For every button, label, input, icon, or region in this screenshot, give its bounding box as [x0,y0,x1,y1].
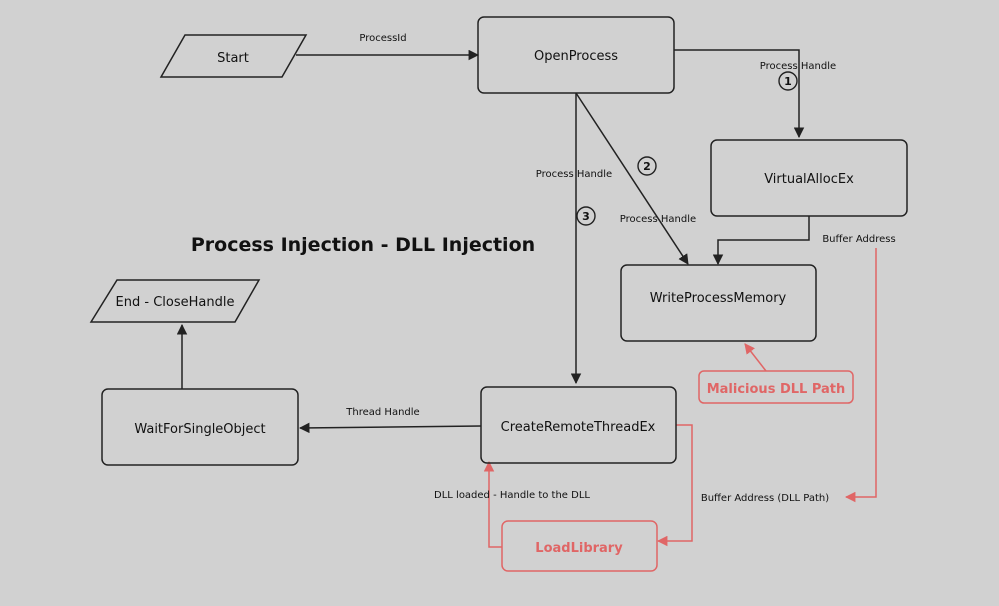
edge-openprocess-to-writeprocessmemory [575,92,689,265]
step-1-marker: 1 [778,71,798,91]
edge-label-dll-loaded: DLL loaded - Handle to the DLL [434,490,590,501]
node-virtualallocex-label: VirtualAllocEx [764,172,854,187]
step-2-marker: 2 [637,156,657,176]
step-3-marker: 3 [576,206,596,226]
step-2-label: 2 [643,160,651,173]
step-1-label: 1 [784,75,792,88]
node-malicious-dll-path: Malicious DLL Path [698,370,854,404]
node-openprocess-label: OpenProcess [534,49,618,64]
node-virtualallocex: VirtualAllocEx [710,139,908,217]
node-end-closehandle: End - CloseHandle [89,279,261,323]
step-3-label: 3 [582,210,590,223]
edge-createremotethread-to-loadlibrary [656,424,693,547]
node-loadlibrary: LoadLibrary [501,520,658,572]
edge-bufferaddress-to-dllpath [844,248,877,503]
node-writeprocessmemory-label: WriteProcessMemory [650,291,787,306]
diagram-title: Process Injection - DLL Injection [191,234,535,256]
edge-label-buffer-address: Buffer Address [822,234,895,245]
node-start: Start [159,34,308,78]
node-loadlibrary-label: LoadLibrary [535,541,623,556]
edge-maliciouspath-to-writeprocessmemory [744,343,767,372]
node-createremotethreadex: CreateRemoteThreadEx [480,386,677,464]
node-writeprocessmemory: WriteProcessMemory [620,264,817,342]
edge-label-buffer-address-dll-path: Buffer Address (DLL Path) [701,493,829,504]
node-malicious-dll-path-label: Malicious DLL Path [707,382,846,397]
node-waitforsingleobject: WaitForSingleObject [101,388,299,466]
edge-loadlibrary-to-createremotethread [483,460,502,548]
edge-virtualallocex-to-writeprocessmemory [712,216,810,266]
edge-label-process-handle-2: Process Handle [620,214,696,225]
edge-label-thread-handle: Thread Handle [345,407,419,418]
edge-label-process-handle-1: Process Handle [760,61,836,72]
edge-label-processid: ProcessId [359,33,406,44]
node-start-label: Start [217,51,249,66]
edge-label-process-handle-3: Process Handle [536,169,612,180]
node-openprocess: OpenProcess [477,16,675,94]
node-createremotethreadex-label: CreateRemoteThreadEx [501,420,656,435]
edge-openprocess-to-virtualallocex [674,49,805,139]
edge-createremotethread-to-wait [298,422,482,434]
node-waitforsingleobject-label: WaitForSingleObject [134,422,265,437]
node-end-closehandle-label: End - CloseHandle [116,295,235,310]
